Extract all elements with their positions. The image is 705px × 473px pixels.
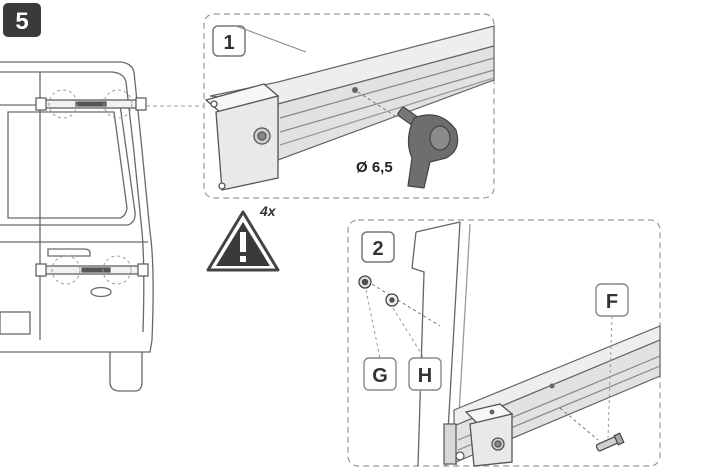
detail2-number-box: 2	[361, 231, 395, 263]
nut-g	[358, 275, 372, 289]
drill-size-label: Ø 6,5	[356, 159, 393, 176]
step-badge: 5	[3, 3, 41, 37]
van-bottom-rail	[35, 263, 149, 277]
part-h-label: H	[418, 365, 432, 387]
part-f-label: F	[606, 291, 618, 313]
part-h-leader	[392, 307, 425, 359]
screw-f-guide	[559, 407, 599, 441]
screw-f	[595, 432, 625, 452]
drill-icon	[397, 106, 459, 189]
part-h-label-box: H	[408, 357, 442, 391]
van-top-callouts	[48, 89, 133, 119]
detail2-end-cap	[464, 403, 514, 467]
van-top-rail	[35, 97, 147, 111]
part-f-leader	[607, 315, 613, 439]
washer-h	[385, 293, 399, 307]
detail1-number: 1	[223, 32, 234, 54]
detail2-hole	[549, 383, 555, 389]
detail1-frame	[203, 13, 495, 199]
fastener-guide	[361, 277, 441, 327]
repeat-count: 4x	[259, 203, 277, 219]
detail1-number-box: 1	[212, 25, 246, 57]
detail2-number: 2	[372, 238, 383, 260]
part-f-label-box: F	[595, 283, 629, 317]
step-number: 5	[15, 8, 28, 35]
part-g-leader	[365, 289, 381, 359]
part-g-label: G	[372, 365, 388, 387]
detail1-end-cap	[204, 83, 280, 191]
detail2-hinge	[443, 423, 465, 465]
van-bottom-callouts	[51, 255, 132, 285]
part-g-label-box: G	[363, 357, 397, 391]
detail2-hole	[489, 409, 495, 415]
detail1-drill-hole	[352, 87, 358, 93]
detail1-drill-guide	[357, 91, 399, 119]
warning-triangle-icon	[206, 210, 280, 272]
van-rear-illustration	[0, 61, 154, 392]
